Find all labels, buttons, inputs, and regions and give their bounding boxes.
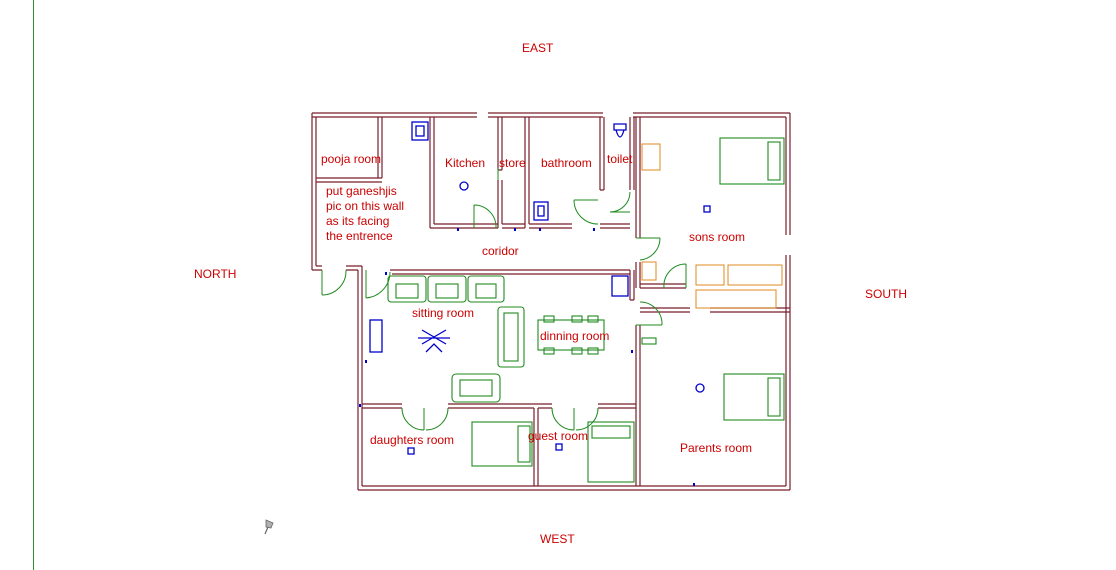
direction-east: EAST	[522, 41, 554, 55]
daughters-door	[401, 407, 449, 431]
kitchen-sink	[411, 121, 429, 141]
room-label-kitchen: Kitchen	[445, 156, 486, 170]
room-label-guest: guest room	[528, 429, 589, 443]
sons-bed	[719, 137, 785, 185]
note-line-2: pic on this wall	[326, 199, 405, 213]
bath-fixture	[533, 201, 549, 221]
chair-icon	[418, 329, 450, 353]
dining-table	[537, 319, 605, 351]
sofa-2	[427, 275, 467, 303]
direction-west: WEST	[540, 532, 575, 546]
toilet-door	[609, 191, 631, 213]
room-label-sons: sons room	[689, 230, 746, 244]
room-label-bathroom: bathroom	[541, 156, 592, 170]
kitchen-stove	[459, 181, 469, 191]
direction-south: SOUTH	[865, 287, 907, 301]
sons-room-door-2	[663, 263, 687, 289]
orange-furniture	[641, 143, 783, 309]
pin-icon[interactable]	[262, 518, 276, 536]
guest-door	[551, 407, 599, 431]
room-label-daughters: daughters room	[370, 433, 455, 447]
walls	[311, 112, 791, 491]
sons-room-door	[636, 237, 661, 261]
left-margin-line	[33, 0, 34, 570]
room-label-pooja: pooja room	[321, 152, 382, 166]
sons-sofa	[727, 264, 783, 286]
room-label-parents: Parents room	[680, 441, 753, 455]
room-label-toilet: toilet	[607, 152, 633, 166]
daughters-bed	[471, 421, 533, 467]
room-label-store: store	[499, 156, 526, 170]
sofa-vertical	[497, 306, 525, 368]
sofa-3	[467, 275, 505, 303]
tv-unit	[369, 319, 383, 353]
toilet-fixture	[613, 123, 627, 138]
main-entrance-door	[321, 269, 347, 296]
room-label-dining: dinning room	[540, 329, 610, 343]
bathroom-door	[573, 199, 599, 225]
note-line-3: as its facing	[326, 214, 390, 228]
switch-points	[359, 228, 695, 486]
fixtures	[369, 121, 711, 455]
direction-north: NORTH	[194, 267, 237, 281]
study-table	[641, 143, 661, 171]
sitting-fixture	[611, 275, 629, 297]
sofa-1	[387, 275, 427, 303]
sons-wardrobe	[695, 289, 777, 309]
note-line-1: put ganeshjis	[326, 184, 397, 198]
furniture	[387, 137, 785, 483]
room-label-corridor: coridor	[482, 244, 519, 258]
parents-door	[636, 301, 663, 326]
note-line-4: the entrence	[326, 229, 393, 243]
guest-bed	[587, 421, 635, 483]
parents-bed	[723, 373, 785, 421]
doors	[321, 168, 687, 431]
kitchen-door	[473, 204, 497, 229]
room-label-sitting: sitting room	[412, 306, 475, 320]
sofa-bottom	[451, 373, 501, 403]
